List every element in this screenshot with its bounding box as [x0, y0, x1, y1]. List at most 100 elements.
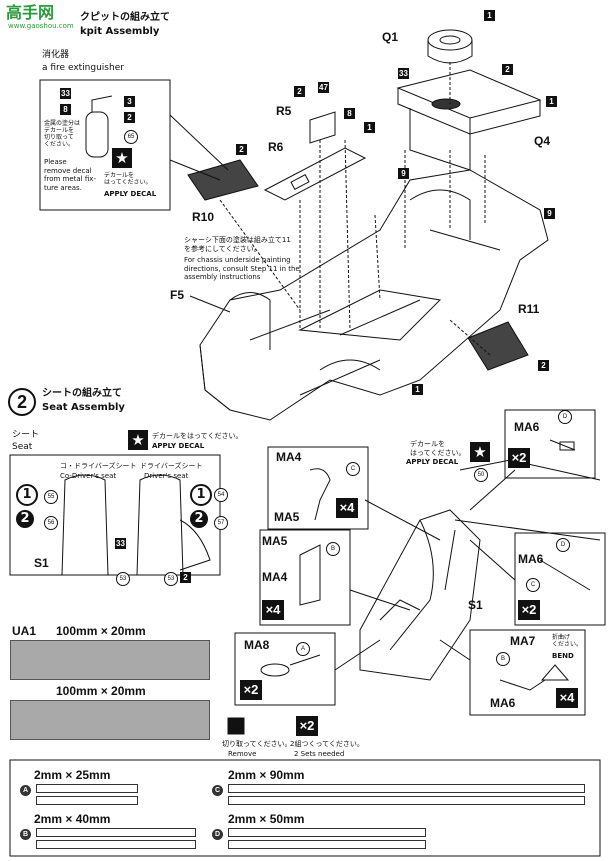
part-num-2-tray: 2 [502, 64, 513, 75]
part-num-9-left: 9 [398, 168, 409, 179]
strip-c-bar-1 [228, 784, 585, 793]
part-r10: R10 [192, 210, 215, 224]
callout-letter-c-top: C [346, 462, 360, 476]
harness-decal-jp: デカールを はってください。 [410, 440, 466, 457]
ua1-panel-2 [10, 700, 210, 740]
watermark-url: www.gaoshou.com [8, 22, 74, 30]
part-num-8-r5: 8 [344, 108, 355, 119]
step2-title-jp: シートの組み立て [42, 388, 122, 399]
callout-x4-top: ×4 [336, 498, 358, 518]
extinguisher-note-jp: 金属の塗分は デカールを 切り取って ください。 [44, 120, 81, 148]
extinguisher-label-jp: 消化器 [42, 50, 70, 60]
callout-letter-a: A [296, 642, 310, 656]
seat-label-en: Seat [12, 442, 33, 452]
seat-s1-small: S1 [34, 556, 49, 570]
ua1-label: UA1 [12, 624, 37, 638]
seat-marker-2-right: 2 [190, 510, 208, 528]
ext-decal-en: APPLY DECAL [104, 190, 157, 198]
callout-letter-d-top: D [558, 410, 572, 424]
strip-b-bar-1 [36, 828, 196, 837]
ext-part-3: 3 [124, 96, 135, 107]
legend-remove-jp: 切り取ってください。 [222, 740, 292, 748]
callout-letter-b-bottom: B [496, 652, 510, 666]
watermark-site: 高手网 [6, 3, 55, 22]
part-num-2-r5: 2 [294, 86, 305, 97]
seat-label-jp: シート [12, 430, 40, 440]
harness-decal-en: APPLY DECAL [406, 458, 459, 466]
legend-remove-en: Remove [228, 750, 257, 758]
strip-c-size: 2mm × 90mm [228, 768, 305, 782]
decal-56: 56 [44, 516, 58, 530]
callout-ma6-mid: MA6 [518, 552, 544, 566]
strip-c-letter: C [212, 785, 223, 796]
seat-apply-decal-en: APPLY DECAL [152, 442, 205, 450]
callout-ma4-mid: MA4 [262, 570, 288, 584]
harness-decal-star-icon: ★ [470, 442, 490, 462]
strip-a-letter: A [20, 785, 31, 796]
legend-x2: ×2 [296, 716, 318, 736]
callout-letter-c-mid: C [526, 578, 540, 592]
strip-d-letter: D [212, 829, 223, 840]
driver-seat-jp: ドライバーズシート [140, 462, 203, 470]
step1-title-jp: クピットの組み立て [80, 12, 170, 23]
ext-part-33: 33 [60, 88, 71, 99]
extinguisher-label-en: a fire extinguisher [42, 63, 124, 73]
strip-c-bar-2 [228, 796, 585, 805]
callout-ma7: MA7 [510, 634, 536, 648]
callout-x2-ma6-mid: ×2 [518, 600, 540, 620]
part-r11: R11 [518, 302, 540, 316]
strip-d-bar-1 [228, 828, 426, 837]
callout-ma6-bottom: MA6 [490, 696, 516, 710]
part-num-2-r10: 2 [236, 144, 247, 155]
part-q1: Q1 [382, 30, 399, 44]
callout-x2-ma6-top: ×2 [508, 448, 530, 468]
strip-b-letter: B [20, 829, 31, 840]
callout-x4-bottom: ×4 [556, 688, 578, 708]
callout-letter-d-mid: D [556, 538, 570, 552]
callout-ma8: MA8 [244, 638, 270, 652]
decal-55: 55 [44, 490, 58, 504]
callout-letter-b-mid: B [326, 542, 340, 556]
seat-part-2: 2 [180, 572, 191, 583]
part-num-2-r11: 2 [538, 360, 549, 371]
part-r6: R6 [268, 140, 284, 154]
chassis-note-en: For chassis underside painting direction… [184, 256, 300, 281]
step2-number: 2 [8, 388, 36, 416]
extinguisher-note-en: Please remove decal from metal fix- ture… [44, 158, 96, 192]
seat-marker-1-left: 1 [16, 484, 38, 506]
decal-53-left: 53 [116, 572, 130, 586]
legend-sets-jp: 2組つくってください。 [290, 740, 364, 748]
part-q4: Q4 [534, 134, 551, 148]
part-num-9-right: 9 [544, 208, 555, 219]
step2-title-en: Seat Assembly [42, 402, 125, 413]
callout-x2-ma8: ×2 [240, 680, 262, 700]
callout-x4-mid: ×4 [262, 600, 284, 620]
seat-marker-2-left: 2 [16, 510, 34, 528]
callout-ma5-mid: MA5 [262, 534, 288, 548]
driver-seat-en: Driver's seat [144, 472, 189, 480]
ext-part-8: 8 [60, 104, 71, 115]
part-num-47: 47 [318, 82, 329, 93]
seat-part-33: 33 [115, 538, 126, 549]
ua1-panel-1 [10, 640, 210, 680]
decal-54: 54 [214, 488, 228, 502]
part-f5: F5 [170, 288, 185, 302]
callout-ma6-top: MA6 [514, 420, 540, 434]
strip-d-size: 2mm × 50mm [228, 812, 305, 826]
harness-decal-50: 50 [474, 468, 488, 482]
step1-title-en: kpit Assembly [80, 26, 160, 37]
part-num-1-q1: 1 [484, 10, 495, 21]
seat-apply-decal-jp: デカールをはってください。 [152, 432, 243, 440]
part-r5: R5 [276, 104, 292, 118]
strip-a-bar-2 [36, 796, 138, 805]
ext-decal-65: 65 [124, 130, 138, 144]
strip-b-bar-2 [36, 840, 196, 849]
part-num-1-r5: 1 [364, 122, 375, 133]
decal-53-right: 53 [164, 572, 178, 586]
strip-d-bar-2 [228, 840, 426, 849]
legend-sets-en: 2 Sets needed [294, 750, 345, 758]
ua1-size-2: 100mm × 20mm [56, 684, 146, 698]
apply-decal-star-icon: ★ [112, 148, 132, 168]
strip-a-bar-1 [36, 784, 138, 793]
